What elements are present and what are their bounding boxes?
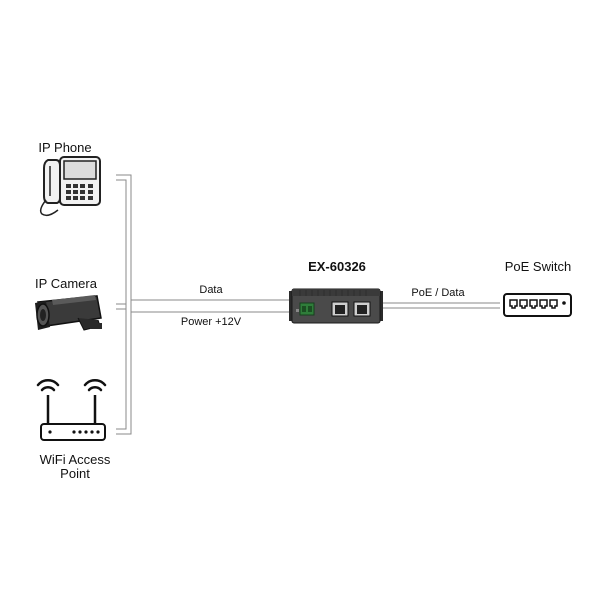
wifi-ap-label-line1: WiFi Access (39, 452, 111, 467)
data-link-label: Data (199, 284, 223, 296)
device-bracket (116, 174, 132, 435)
power-link-label: Power +12V (180, 316, 242, 328)
poe-switch-label: PoE Switch (504, 259, 572, 274)
injector-device-icon (289, 288, 383, 324)
data-power-link (131, 299, 289, 313)
ip-phone-icon (39, 156, 101, 217)
ip-camera-icon (35, 295, 102, 331)
ip-phone-label: IP Phone (38, 140, 92, 155)
poe-link (383, 302, 500, 309)
wifi-router-icon (36, 379, 107, 441)
ip-camera-label: IP Camera (35, 276, 97, 291)
poe-switch-icon (503, 293, 572, 317)
wifi-ap-label-line2: Point (60, 466, 90, 481)
injector-label: EX-60326 (308, 259, 366, 274)
poe-data-link-label: PoE / Data (411, 287, 465, 299)
